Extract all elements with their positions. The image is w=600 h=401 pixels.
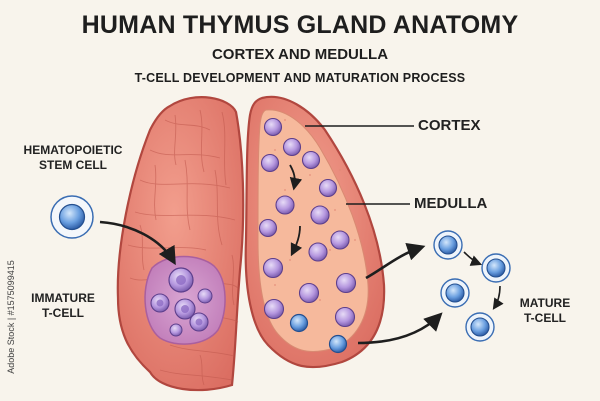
- mature-tcell-label-line2: T-CELL: [524, 311, 566, 325]
- stock-credit: Adobe Stock | #1575099415: [6, 260, 16, 374]
- diagram-subtitle: CORTEX AND MEDULLA: [211, 46, 389, 63]
- mature-tcells: [433, 230, 511, 342]
- immature-tcell-label-line1: IMMATURE: [31, 291, 95, 305]
- hematopoietic-stem-cell: [50, 195, 94, 239]
- diagram-title: HUMAN THYMUS GLAND ANATOMY: [81, 11, 519, 39]
- blue-cell: [289, 313, 309, 333]
- immature-tcell-label: IMMATURE T-CELL: [18, 291, 108, 321]
- blue-cell: [328, 334, 348, 354]
- migration-arrow: [290, 225, 303, 257]
- migration-arrow: [289, 164, 303, 191]
- mature-tcell-label: MATURE T-CELL: [505, 296, 585, 326]
- exit-arrow: [357, 312, 443, 345]
- maturation-arrow: [492, 285, 504, 310]
- stem-cell-label: HEMATOPOIETIC STEM CELL: [18, 143, 128, 173]
- diagram-subtitle-process: T-CELL DEVELOPMENT AND MATURATION PROCES…: [134, 71, 466, 85]
- maturation-arrow: [463, 251, 483, 266]
- developing-tcells: [258, 117, 357, 354]
- medulla-label: MEDULLA: [414, 195, 488, 212]
- immature-tcell-label-line2: T-CELL: [42, 306, 84, 320]
- stem-cell-label-line1: HEMATOPOIETIC: [23, 143, 123, 157]
- cortex-label: CORTEX: [418, 117, 481, 134]
- stem-cell-label-line2: STEM CELL: [39, 158, 107, 172]
- immature-tcells: [150, 267, 213, 337]
- stem-to-thymus-arrow: [99, 220, 176, 266]
- mature-tcell-label-line1: MATURE: [519, 296, 571, 310]
- exit-arrow: [365, 242, 426, 280]
- purple-cell: [258, 117, 357, 328]
